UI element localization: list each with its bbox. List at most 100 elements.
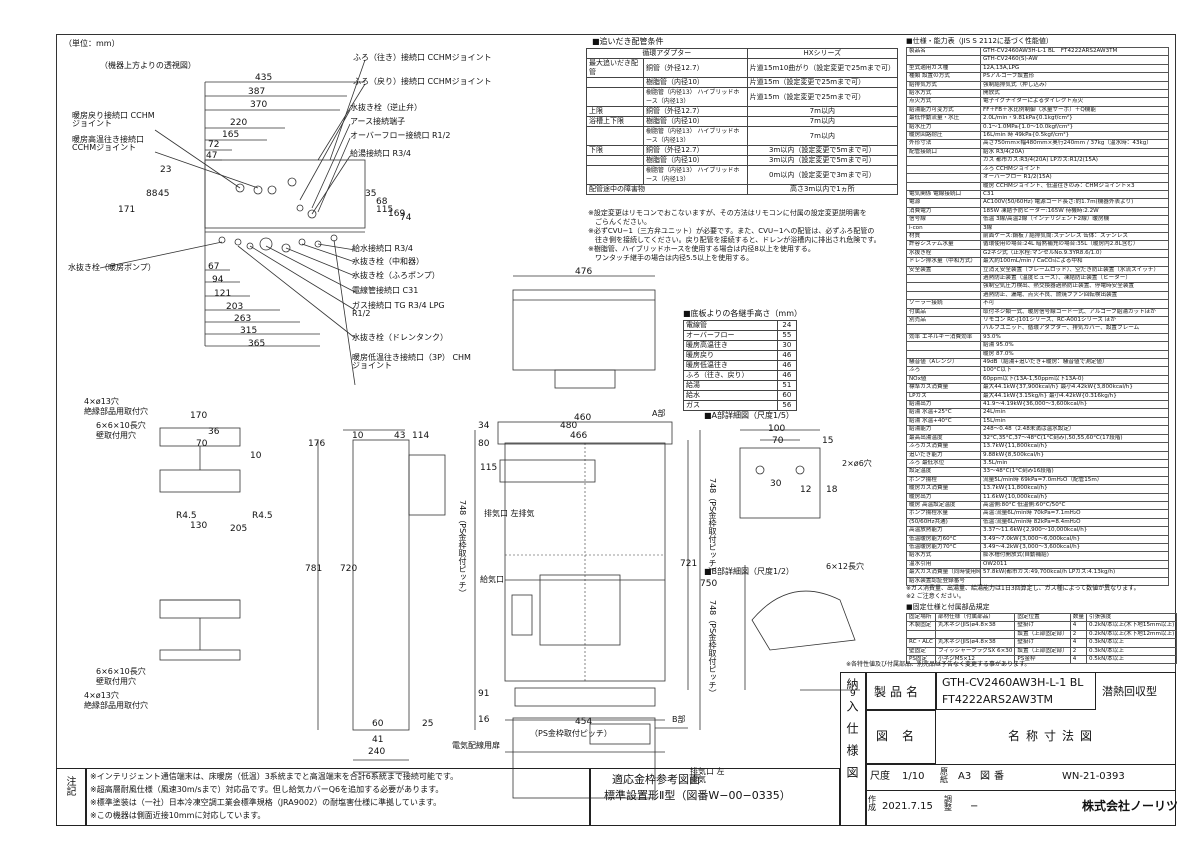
spec-value: 立消え安全装置（フレームロッド）、空だき防止装置（水流スイッチ）: [980, 265, 1169, 275]
spec-value-text: PSアルコーブ設置形: [983, 73, 1035, 80]
spec-value-text: 高温:流量6L/min時 70kPa=7.1mH₂O: [983, 510, 1081, 517]
frame-ref-2: 標準設置形Ⅱ型（図番W−00−0335）: [604, 789, 791, 802]
piping-cell: 0m以内（設定変更で3mまで可）: [746, 165, 899, 185]
spec-value-text: ガス 都市ガス:R3/4(20A) LPガス:R1/2(15A): [983, 157, 1098, 164]
label-wall-mount-top: 壁取付用穴: [96, 431, 136, 440]
spec-label: 給湯出力: [906, 400, 981, 410]
spec-label: 騒音値（Aレンジ）: [906, 358, 981, 368]
spec-label: 安全装置: [906, 265, 981, 275]
dim-67: 67: [208, 262, 220, 272]
spec-label: [906, 349, 981, 360]
spec-label: 給湯 水温+25°C: [906, 408, 981, 418]
spec-value: リモコン RC-J101シリーズ、RC-A001シリーズ ほか: [980, 315, 1169, 326]
spec-value-text: 循環使用の場合:24L 暗黙補充の場合:35L（暖房内2.8L含む）: [983, 241, 1139, 248]
spec-value: 低温:流量6L/min時 82kPa=8.4mH₂O: [980, 517, 1169, 528]
detail-a-18: 18: [826, 485, 838, 495]
spec-label: 低温暖房能力70°C: [906, 542, 981, 553]
spec-value-text: オーバーフロー R1/2(15A): [983, 174, 1052, 181]
piping-cell: [586, 126, 644, 146]
spec-row: 給湯 95.0%: [906, 341, 1169, 351]
spec-row: 過熱防止装置（温度ヒューズ）、凍結防止装置（ヒーター）: [906, 273, 1169, 284]
spec-value: バルブユニット、循環アダプター、排気カバー、設置フレーム: [980, 324, 1169, 334]
piping-note: ごらんください。: [588, 218, 651, 226]
spec-label: 種類 設置の方式: [906, 72, 981, 82]
dim-781: 781: [305, 564, 323, 574]
spec-label: [906, 282, 981, 292]
height-value: 55: [776, 330, 798, 341]
spec-value: 49dB（給湯+追いだき+暖房：騒音値で測定値）: [980, 358, 1169, 368]
spec-value: 15L/min: [980, 416, 1169, 427]
spec-row: 外形寸法高さ750mm×幅480mm×奥行240mm / 37kg（温水時：43…: [906, 139, 1169, 149]
label-conduit: 電線管接続口 C31: [352, 286, 419, 295]
spec-value: 前面ケース:鋼板 / 給排気筒:ステンレス 缶体：ステンレス: [980, 231, 1169, 242]
piping-cell: [586, 155, 644, 166]
spec-value: ふろ CCHMジョイント: [980, 164, 1169, 175]
spec-label: ふろ: [906, 366, 981, 376]
spec-value: 41.9〜4.19kW{36,000〜3,600kcal/h}: [980, 400, 1169, 410]
dim-94: 94: [212, 275, 224, 285]
spec-value: 185W 凍結予防ヒーター:165W 待機時:2.2W: [980, 206, 1169, 217]
spec-value-text: 開放式: [983, 90, 1000, 97]
spec-value-text: 流量5L/min時 69kPa=7.0mH₂O（配管15m）: [983, 476, 1103, 483]
meta-row: [866, 764, 1176, 826]
nounyuu-label: 納入仕様図: [845, 678, 859, 788]
label-part-a: A部: [652, 409, 666, 418]
piping-note: ※設定変更はリモコンでおこないますが、その方法はリモコンに付属の設定変更説明書を: [588, 209, 867, 217]
dim-10: 10: [352, 431, 364, 441]
height-label: 暖房低温往き: [683, 360, 778, 371]
piping-cell: 樹脂管（内径13） ハイブリッドホース（内径13）: [643, 126, 748, 146]
dim-170: 170: [190, 411, 208, 421]
check-value: −: [970, 801, 979, 812]
spec-label: 追いだき能力: [906, 450, 981, 460]
notes-label: 注記: [64, 776, 75, 796]
piping-cell: [586, 87, 644, 107]
fixture-cell: 0.3kN/本以上: [1085, 646, 1178, 657]
dim-466: 466: [570, 431, 588, 441]
spec-value: 3.49〜4.2kW{3,000〜3,600kcal/h}: [980, 542, 1169, 553]
fixture-cell: 2: [1069, 646, 1087, 657]
dim-34: 34: [478, 421, 490, 431]
spec-label: i-con: [906, 223, 981, 233]
note-4: ※この機器は側面近接10mmに対応しています。: [90, 811, 266, 820]
spec-value: ガス 都市ガス:R3/4(20A) LPガス:R1/2(15A): [980, 156, 1169, 166]
spec-label: 型式適用ガス種: [906, 63, 981, 74]
spec-value: 過熱防止装置（温度ヒューズ）、凍結防止装置（ヒーター）: [980, 273, 1169, 284]
drawing-number: WN-21-0393: [1062, 771, 1125, 782]
label-earth: アース接続端子: [350, 117, 406, 126]
spec-value-text: 2.0L/min・9.81kPa{0.1kgf/cm²}: [983, 115, 1073, 122]
spec-value-text: 185W 凍結予防ヒーター:165W 待機時:2.2W: [983, 207, 1099, 214]
spec-value: 3.5L/min: [980, 458, 1169, 469]
height-label: オーバーフロー: [683, 330, 778, 341]
spec-value-text: 前面ケース:鋼板 / 給排気筒:ステンレス 缶体：ステンレス: [983, 232, 1128, 239]
spec-value-text: 13.7kW{11,800kcal/h}: [983, 443, 1048, 450]
spec-row: 許容システム水量循環使用の場合:24L 暗黙補充の場合:35L（暖房内2.8L含…: [906, 240, 1169, 250]
spec-label: 消費電力: [906, 206, 981, 217]
piping-cell: 下限: [586, 145, 644, 156]
note-2: ※超高層耐風仕様（風速30m/sまで）対応品です。但し給気カバーQ6を追加する必…: [90, 785, 444, 794]
spec-value-text: OW2011: [983, 560, 1008, 567]
spec-value: 最大44.1kW{3.15kg/h} 最小4.42kW{0.316kg/h}: [980, 391, 1169, 402]
spec-value-text: 不可: [983, 300, 995, 307]
spec-label: 暖房ガス消費量: [906, 484, 981, 494]
dim-460: 460: [574, 413, 592, 423]
spec-label: 設定温度: [906, 467, 981, 477]
spec-value: 暖房 CCHMジョイント、低温往きのみ：CHMジョイント×3: [980, 181, 1169, 191]
spec-row: バルブユニット、循環アダプター、排気カバー、設置フレーム: [906, 324, 1169, 334]
piping-cell: 片道15m10曲がり（設定変更で25mまで可）: [746, 58, 899, 78]
spec-value-text: 3.49〜7.0kW{3,000〜6,000kcal/h}: [983, 535, 1081, 542]
spec-value: 最大44.1kW{37,900kcal/h} 最小4.42kW{3,800kca…: [980, 383, 1169, 393]
spec-footnote-1: ※ガス消費量、出湯量、給湯能力は1日3回算定し、ガス種によって数値が異なります。: [906, 585, 1140, 592]
spec-value: 過熱防止、漏電、点火不良、燃焼ファン回転検出装置: [980, 290, 1169, 301]
height-value: 46: [776, 360, 798, 371]
dim-171: 171: [118, 205, 136, 215]
label-intake: 給気口: [480, 575, 504, 584]
spec-row: 給水方式開放式: [906, 89, 1169, 99]
spec-value: 11.6kW{10,000kcal/h}: [980, 492, 1169, 502]
